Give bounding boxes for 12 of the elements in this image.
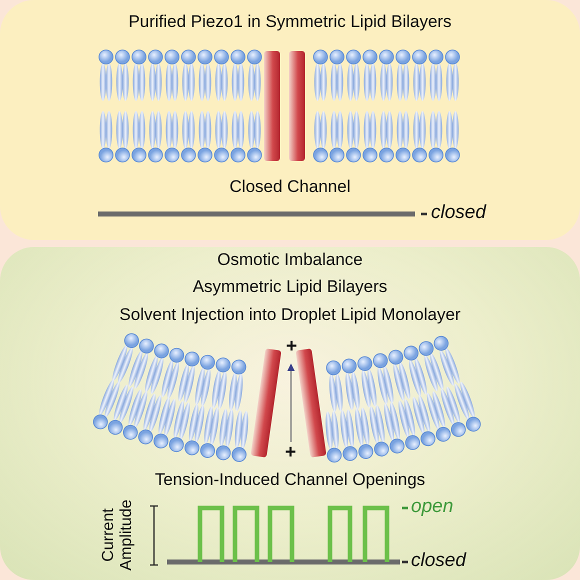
panel-heading: Asymmetric Lipid Bilayers	[192, 277, 388, 297]
state-description: Closed Channel	[230, 177, 350, 197]
state-label: open	[411, 497, 454, 517]
state-label: closed	[431, 203, 486, 223]
panel-heading: Purified Piezo1 in Symmetric Lipid Bilayers	[128, 12, 452, 32]
panel-heading: Osmotic Imbalance	[217, 250, 363, 270]
axis-label: Current Amplitude	[100, 498, 136, 572]
charge-sign: +	[286, 337, 298, 357]
charge-sign: +	[285, 443, 296, 463]
state-description: Tension-Induced Channel Openings	[154, 470, 426, 490]
state-label: closed	[411, 551, 466, 571]
panel-heading: Solvent Injection into Droplet Lipid Monolayer	[119, 305, 461, 325]
